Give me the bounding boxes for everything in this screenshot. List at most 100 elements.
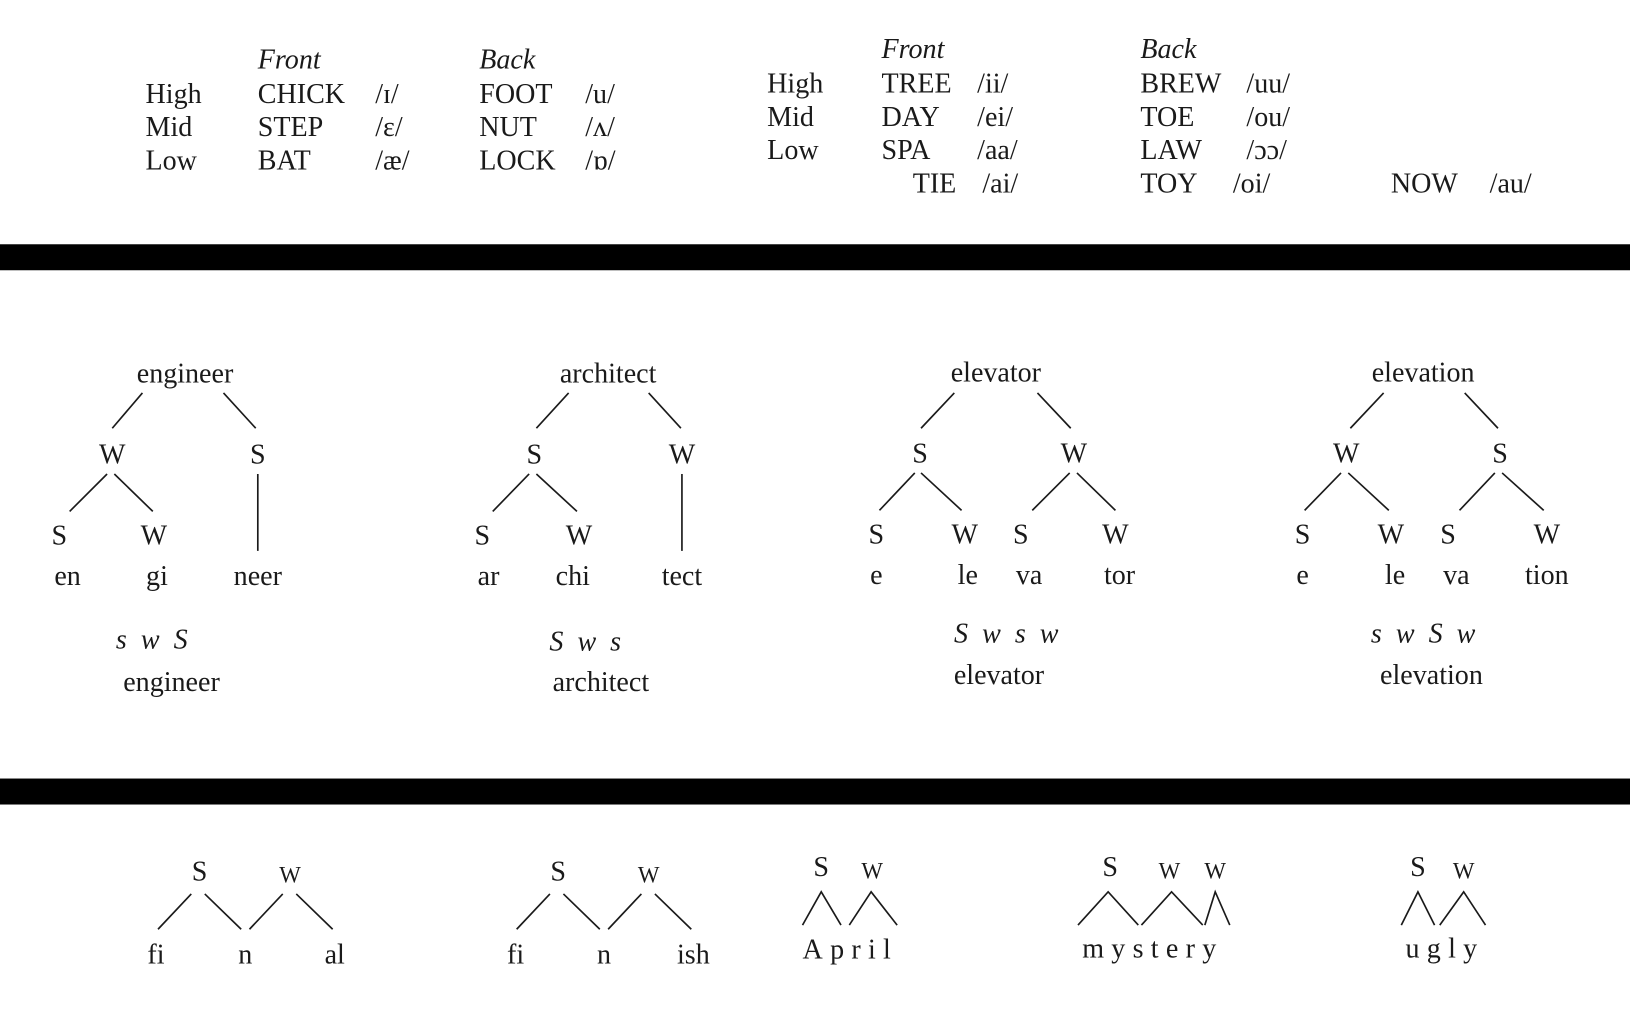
node-label: W — [669, 440, 696, 471]
foot-final: S W fi n al — [147, 856, 345, 970]
node-label: W — [566, 521, 593, 552]
node-label: S — [1295, 520, 1311, 551]
foot-label: W — [1204, 858, 1226, 883]
divider-bar — [0, 778, 1630, 805]
stress-pattern: s w S w — [1371, 618, 1476, 649]
stress-pattern: S w s — [549, 627, 621, 658]
tree-caption: elevator — [954, 660, 1045, 691]
segment: ish — [677, 940, 710, 971]
keyword: NOW — [1391, 168, 1459, 199]
syllable: e — [870, 560, 882, 591]
keyword: TOE — [1140, 102, 1194, 133]
foot-april: S W April — [801, 852, 898, 965]
node-label: W — [1534, 520, 1561, 551]
syllable: e — [1296, 560, 1308, 591]
height-label: High — [146, 79, 202, 110]
syllable: tor — [1104, 560, 1136, 591]
keyword: SPA — [882, 135, 932, 166]
syllable: neer — [234, 561, 283, 592]
syllable: le — [958, 560, 978, 591]
ipa: /u/ — [585, 79, 615, 110]
syllable: va — [1016, 560, 1043, 591]
node-label: W — [1378, 520, 1405, 551]
segment: n — [597, 940, 611, 971]
short-vowel-table: Front Back High CHICK /ɪ/ FOOT /u/ Mid S… — [146, 45, 616, 177]
tree-elevation: elevation W S S W S W e le va tion s w S… — [1295, 357, 1569, 690]
keyword: STEP — [258, 112, 323, 143]
foot-ugly: S W ugly — [1400, 852, 1487, 964]
tree-root: elevation — [1372, 357, 1475, 388]
tree-elevator: elevator S W S W S W e le va tor S w s w… — [869, 357, 1136, 690]
height-label: High — [767, 69, 823, 100]
foot-label: W — [638, 862, 660, 887]
node-label: W — [1333, 439, 1360, 470]
node-label: W — [1061, 439, 1088, 470]
ipa: /ii/ — [977, 69, 1008, 100]
height-label: Mid — [767, 102, 814, 133]
foot-mystery: S W W mystery — [1077, 852, 1231, 964]
height-label: Low — [146, 145, 198, 176]
word: ugly — [1405, 933, 1484, 964]
height-label: Mid — [146, 112, 193, 143]
back-header: Back — [1140, 34, 1197, 65]
ipa: /uu/ — [1246, 69, 1290, 100]
node-label: W — [951, 520, 978, 551]
keyword: NUT — [479, 112, 537, 143]
ipa: /ɪ/ — [375, 79, 399, 110]
foot-label: W — [279, 862, 301, 887]
syllable: en — [54, 561, 80, 592]
word: mystery — [1082, 933, 1223, 964]
segment: fi — [147, 940, 164, 971]
foot-label: S — [1410, 852, 1426, 883]
long-vowel-table: Front Back High TREE /ii/ BREW /uu/ Mid … — [767, 34, 1532, 199]
segment: n — [238, 940, 252, 971]
ipa: /au/ — [1490, 168, 1532, 199]
foot-label: W — [861, 858, 883, 883]
keyword: LOCK — [479, 145, 555, 176]
node-label: S — [869, 520, 885, 551]
node-label: S — [1440, 520, 1456, 551]
keyword: CHICK — [258, 79, 345, 110]
tree-engineer: engineer W S S W en gi neer s w S engine… — [51, 359, 282, 699]
tree-caption: elevation — [1380, 660, 1483, 691]
node-label: S — [475, 521, 491, 552]
tree-root: architect — [560, 359, 657, 390]
node-label: W — [1102, 520, 1129, 551]
node-label: S — [250, 440, 266, 471]
tree-root: engineer — [137, 359, 234, 390]
stress-pattern: S w s w — [954, 618, 1059, 649]
foot-label: S — [813, 852, 829, 883]
node-label: W — [141, 521, 168, 552]
node-label: S — [1013, 520, 1029, 551]
syllable: ar — [478, 561, 500, 592]
node-label: S — [1492, 439, 1508, 470]
syllable: gi — [146, 561, 168, 592]
segment: al — [325, 940, 345, 971]
ipa: /aa/ — [977, 135, 1018, 166]
back-header: Back — [479, 45, 536, 76]
keyword: DAY — [882, 102, 940, 133]
syllable: chi — [556, 561, 590, 592]
height-label: Low — [767, 135, 819, 166]
ipa: /ou/ — [1246, 102, 1290, 133]
ipa: /ʌ/ — [585, 112, 615, 143]
foot-label: W — [1159, 858, 1181, 883]
keyword: TOY — [1140, 168, 1197, 199]
syllable: tion — [1525, 560, 1569, 591]
foot-label: S — [192, 856, 208, 887]
foot-label: S — [550, 856, 566, 887]
syllable: tect — [662, 561, 703, 592]
ipa: /ɒ/ — [585, 145, 615, 176]
keyword: BREW — [1140, 69, 1222, 100]
node-label: S — [527, 440, 543, 471]
ipa: /ai/ — [982, 168, 1018, 199]
node-label: S — [912, 439, 928, 470]
keyword: FOOT — [479, 79, 552, 110]
front-header: Front — [881, 34, 946, 65]
foot-label: S — [1102, 852, 1118, 883]
segment: fi — [507, 940, 524, 971]
tree-root: elevator — [951, 357, 1042, 388]
ipa: /ɛ/ — [375, 112, 403, 143]
ipa: /ei/ — [977, 102, 1013, 133]
